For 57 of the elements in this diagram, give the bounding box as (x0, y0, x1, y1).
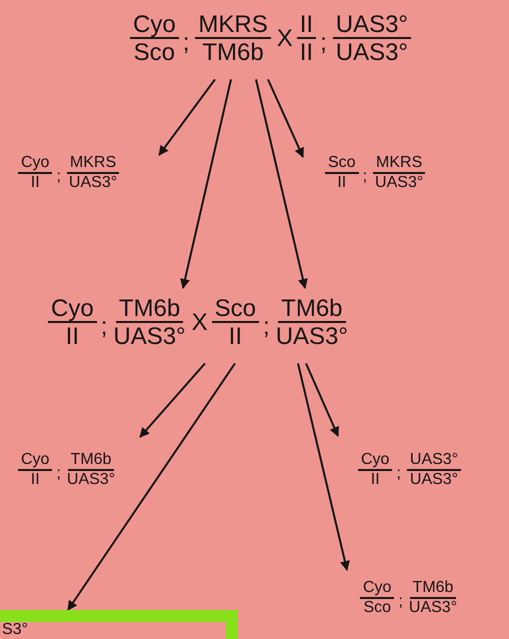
allele-label: II (300, 39, 314, 66)
genotype-label: S3° (1, 622, 28, 638)
cross-symbol: X (276, 24, 293, 53)
allele-label: Sco (134, 39, 176, 66)
allele-label: Cyo (48, 296, 97, 324)
allele-label: II (30, 470, 40, 489)
chromosome-separator: ; (320, 28, 327, 57)
allele-label: UAS3° (336, 39, 408, 66)
allele-label: TM6b (278, 296, 346, 324)
chromosome-separator: ; (398, 593, 403, 612)
allele-label: Sco (363, 598, 392, 617)
highlight-box (0, 610, 238, 639)
allele-label: II (30, 174, 40, 192)
allele-label: Cyo (18, 452, 52, 471)
allele-label: UAS3° (410, 470, 458, 489)
allele-label: TM6b (202, 39, 264, 66)
cross-symbol: X (192, 308, 208, 337)
allele-label: Cyo (130, 12, 179, 40)
allele-label: Cyo (360, 580, 394, 599)
allele-label: TM6b (116, 296, 184, 324)
allele-label: II (66, 323, 80, 350)
chromosome-separator: ; (56, 465, 61, 484)
allele-label: Cyo (358, 452, 392, 471)
arrow (180, 79, 232, 289)
chromosome-separator: ; (362, 168, 368, 186)
allele-label: TM6b (68, 452, 114, 471)
allele-label: UAS3° (375, 174, 424, 192)
arrow (139, 362, 206, 438)
allele-label: Sco (212, 296, 260, 324)
allele-label: UAS3° (406, 452, 462, 471)
allele-label: Sco (325, 155, 359, 174)
arrow (67, 362, 236, 611)
chromosome-separator: ; (56, 168, 61, 186)
chromosome-separator: ; (396, 465, 401, 484)
allele-label: UAS3° (276, 323, 348, 350)
allele-label: MKRS (373, 155, 426, 174)
arrow (158, 78, 216, 156)
arrow (305, 362, 339, 437)
allele-label: TM6b (410, 580, 456, 599)
allele-label: Cyo (18, 155, 52, 174)
allele-label: MKRS (66, 155, 120, 174)
allele-label: II (228, 323, 242, 350)
chromosome-separator: ; (182, 28, 190, 57)
allele-label: UAS3° (113, 323, 186, 350)
allele-label: UAS3° (68, 174, 118, 192)
allele-label: UAS3° (408, 598, 458, 617)
arrow (297, 363, 350, 571)
allele-label: II (337, 174, 346, 192)
allele-label: UAS3° (66, 470, 116, 489)
chromosome-separator: ; (100, 312, 108, 341)
allele-label: II (370, 470, 380, 489)
allele-label: UAS3° (332, 12, 412, 40)
allele-label: II (296, 12, 316, 40)
chromosome-separator: ; (263, 312, 270, 341)
arrow (267, 78, 304, 158)
allele-label: MKRS (195, 12, 271, 40)
arrow (255, 79, 308, 289)
